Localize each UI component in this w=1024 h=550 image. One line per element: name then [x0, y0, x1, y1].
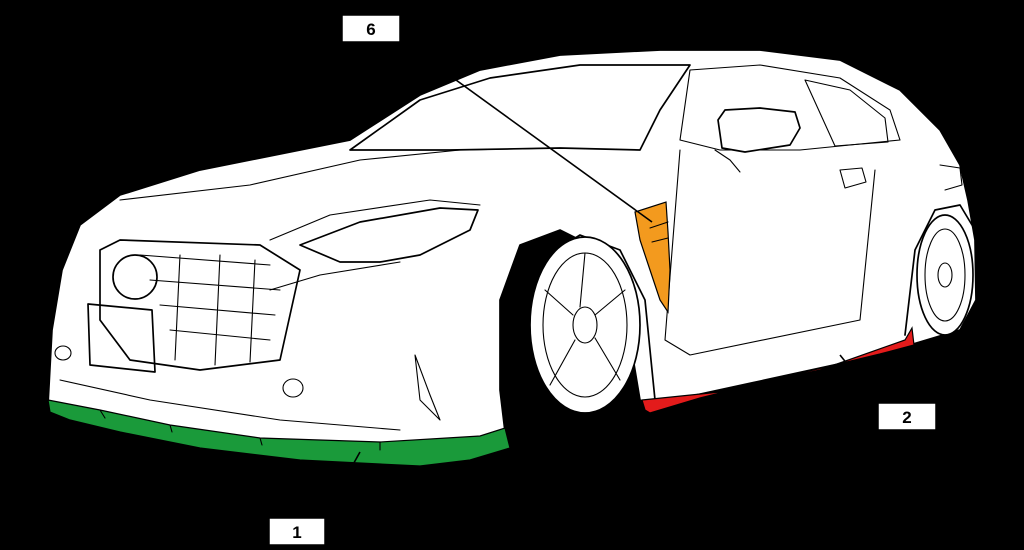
callout-2-label: 2: [902, 408, 911, 427]
leader-line-1: [321, 451, 361, 521]
fender-vent: [634, 201, 671, 314]
leader-line-2: [839, 354, 881, 406]
callout-2: 2: [877, 402, 937, 431]
callout-1-label: 1: [292, 523, 301, 542]
leader-line-6: [397, 37, 653, 223]
callout-1: 1: [268, 517, 326, 546]
side-skirt: [641, 326, 915, 414]
callout-6: 6: [341, 14, 401, 43]
car-body: [47, 49, 979, 463]
callout-6-label: 6: [366, 20, 375, 39]
front-lip-spoiler: [47, 399, 511, 467]
